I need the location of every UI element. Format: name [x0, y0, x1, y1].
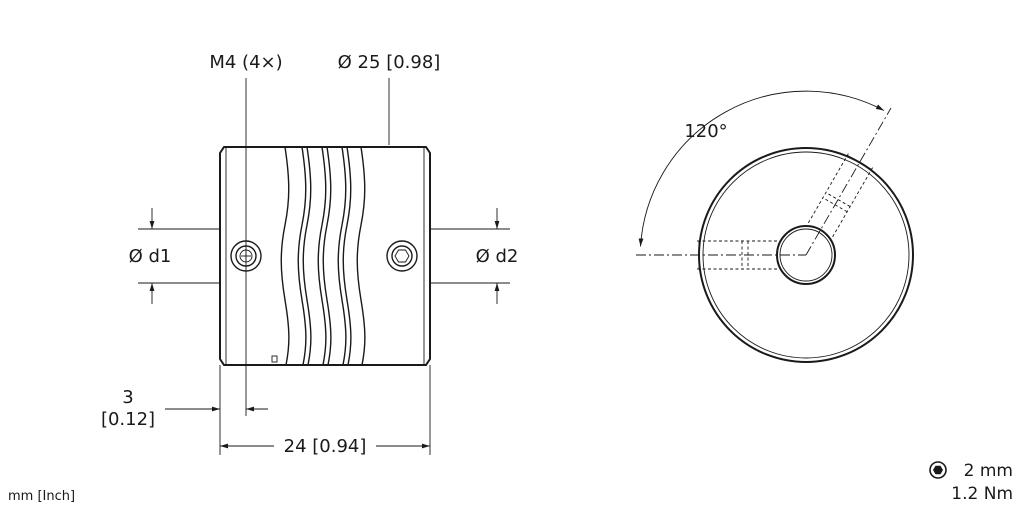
- bore-d2-label: Ø d2: [476, 246, 519, 267]
- helical-slots: [271, 147, 366, 365]
- angle-arc: [638, 90, 885, 247]
- tool-key-size: 2 mm: [964, 461, 1013, 481]
- outer-diameter-label: Ø 25 [0.98]: [338, 52, 441, 73]
- bore-d1-label: Ø d1: [129, 246, 172, 267]
- screw-spec-label: M4 (4×): [209, 52, 282, 73]
- screw-offset-mm-label: 3: [122, 387, 133, 408]
- screw-offset-in-label: [0.12]: [101, 409, 155, 430]
- tool-spec: 2 mm 1.2 Nm: [929, 461, 1013, 504]
- units-note: mm [Inch]: [8, 489, 75, 504]
- angle-label: 120°: [684, 121, 727, 142]
- tool-torque: 1.2 Nm: [951, 484, 1013, 504]
- end-view: 120°: [636, 90, 914, 363]
- coupling-body-outline: [219, 146, 431, 366]
- length-label: 24 [0.94]: [284, 436, 367, 457]
- hex-key-icon: [929, 461, 947, 479]
- screw-right: [386, 240, 418, 272]
- side-view: M4 (4×) Ø 25 [0.98] Ø d1 Ø d2 3 [0.12] 2…: [101, 52, 518, 457]
